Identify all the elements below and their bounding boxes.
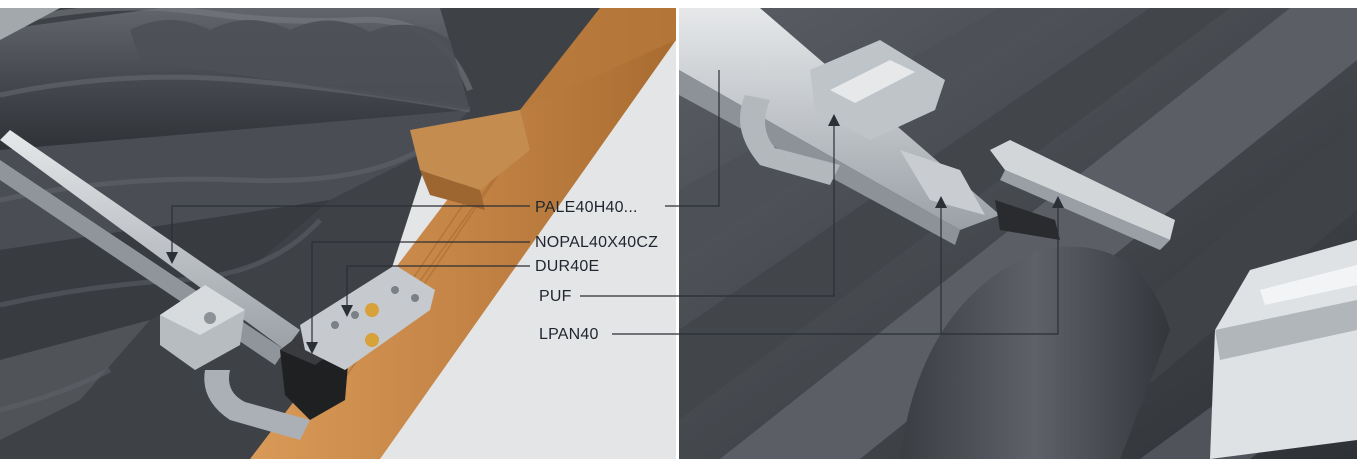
leader-pale: [171, 205, 530, 255]
lpan40-plate: [990, 140, 1175, 240]
perforated-bracket: [300, 265, 435, 370]
roof-tiles: [0, 8, 473, 440]
arrow-pale: [166, 252, 178, 264]
leader-dur: [346, 265, 530, 308]
rubber-block: [995, 200, 1060, 240]
screw-head: [365, 333, 379, 347]
solar-panel-corner: [0, 8, 60, 40]
label-puf: PUF: [539, 288, 572, 305]
wooden-batten: [410, 110, 530, 190]
leader-nopal: [311, 241, 530, 345]
module-frame: [1210, 240, 1357, 459]
label-pale: PALE40H40...: [535, 199, 638, 216]
screw-head: [365, 303, 379, 317]
callout-labels: PALE40H40... NOPAL40X40CZ DUR40E PUF LPA…: [535, 199, 658, 343]
leader-puf: [580, 123, 835, 297]
left-photo-panel: [0, 8, 676, 459]
label-dur: DUR40E: [535, 258, 599, 275]
roof-hook: [204, 370, 310, 440]
right-photo-panel: [679, 8, 1357, 459]
curved-tile: [900, 246, 1170, 459]
arrow-dur: [341, 305, 353, 317]
arrow-nopal: [306, 342, 318, 354]
arrow-lpan-branch: [935, 196, 947, 208]
arrow-lpan: [1052, 196, 1064, 208]
label-nopal: NOPAL40X40CZ: [535, 234, 658, 251]
callout-leaders: [166, 70, 1064, 354]
bracket-plate: [900, 150, 985, 215]
aluminium-rail: [0, 130, 300, 350]
label-lpan: LPAN40: [539, 326, 599, 343]
arrow-puf: [828, 114, 840, 126]
roof-hook: [740, 95, 840, 185]
leader-pale-right: [665, 70, 720, 207]
panel-divider: [676, 8, 679, 459]
leader-lpan: [612, 205, 1059, 335]
